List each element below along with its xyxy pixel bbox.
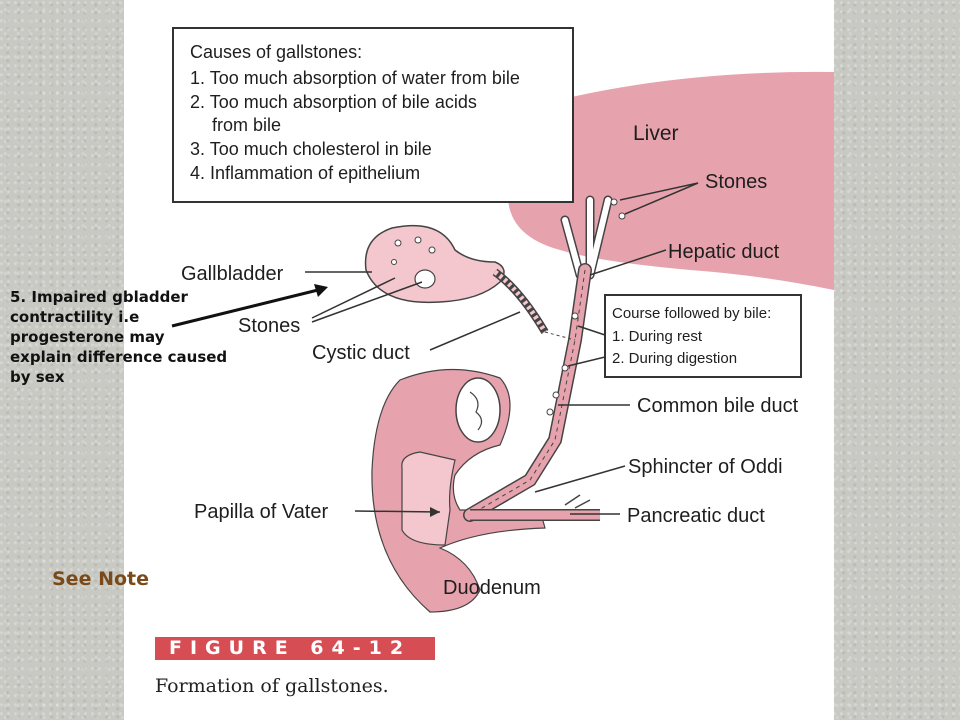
bile-course-item: 1. During rest (612, 328, 703, 345)
duodenum-shape (371, 368, 546, 613)
note-line: 5. Impaired gbladder (10, 288, 188, 306)
bile-course-title: Course followed by bile: (612, 305, 771, 322)
cause-item: 1. Too much absorption of water from bil… (190, 68, 520, 88)
gallstone-large (414, 269, 436, 289)
see-note-link[interactable]: See Note (52, 568, 149, 590)
papilla-arrowhead (430, 507, 440, 517)
duodenum-label: Duodenum (443, 577, 541, 599)
figure-caption: Formation of gallstones. (155, 675, 389, 697)
duodenum-cross-section (455, 377, 501, 443)
note-line: by sex (10, 368, 65, 386)
note-line: progesterone may (10, 328, 165, 346)
bile-course-box (604, 294, 802, 378)
causes-box (172, 27, 574, 203)
cystic-duct-label: Cystic duct (312, 342, 410, 364)
hepatic-duct-label: Hepatic duct (668, 241, 780, 263)
duodenum-lumen (401, 451, 456, 546)
note-line: contractility i.e (10, 308, 140, 326)
common-bile-duct-label: Common bile duct (637, 395, 799, 417)
gallbladder-label: Gallbladder (181, 263, 284, 285)
causes-title: Causes of gallstones: (190, 42, 362, 62)
papilla-label: Papilla of Vater (194, 501, 328, 523)
pancreatic-duct-label: Pancreatic duct (627, 505, 765, 527)
leader-lines (305, 182, 699, 515)
cause-item: 4. Inflammation of epithelium (190, 163, 420, 183)
cause-item: 3. Too much cholesterol in bile (190, 139, 432, 159)
note-line: explain difference caused (10, 348, 228, 366)
sphincter-label: Sphincter of Oddi (628, 456, 783, 478)
stones-top-label: Stones (705, 171, 767, 193)
note-arrow (171, 288, 319, 328)
bile-course-item: 2. During digestion (612, 350, 737, 367)
gallbladder-shape (364, 224, 505, 304)
cause-item: from bile (212, 115, 281, 135)
figure-banner: FIGURE 64-12 (155, 637, 435, 660)
cause-item: 2. Too much absorption of bile acids (190, 92, 477, 112)
stones-left-label: Stones (238, 315, 300, 337)
liver-label: Liver (633, 122, 679, 145)
annotation-note: 5. Impaired gbladder contractility i.e p… (10, 287, 260, 387)
